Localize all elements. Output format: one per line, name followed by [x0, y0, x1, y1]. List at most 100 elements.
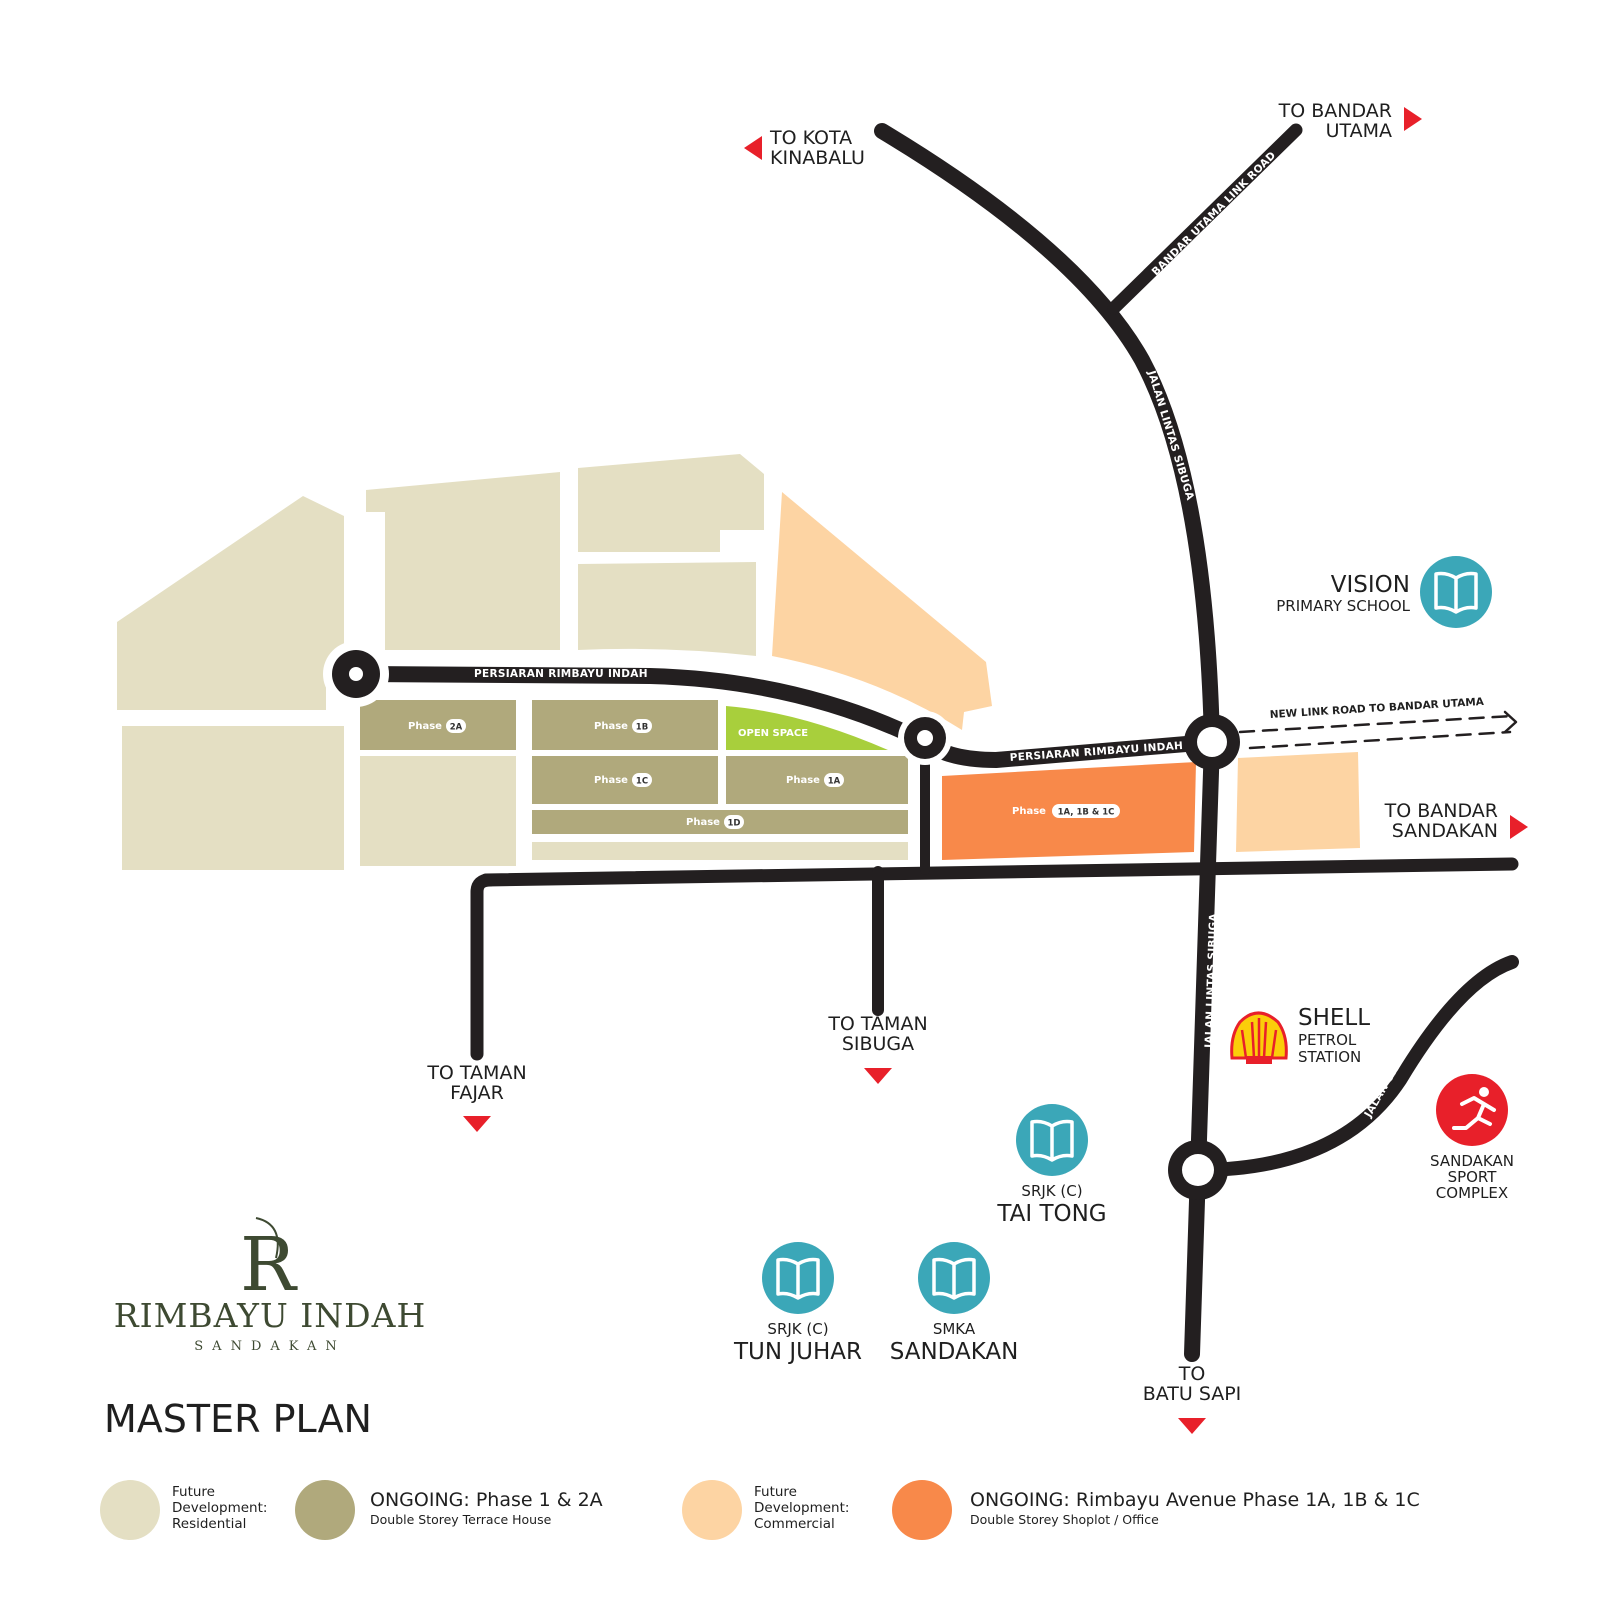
future-commercial-plots: [772, 492, 1360, 852]
poi-smka-sandakan[interactable]: SMKA SANDAKAN: [890, 1242, 1019, 1365]
arrow-down-icon: [864, 1068, 892, 1084]
svg-text:ONGOING: Phase 1 & 2A: ONGOING: Phase 1 & 2A: [370, 1489, 603, 1511]
svg-text:STATION: STATION: [1298, 1048, 1361, 1066]
poi-srjk-tun-juhar[interactable]: SRJK (C) TUN JUHAR: [733, 1242, 862, 1365]
svg-text:SIBUGA: SIBUGA: [842, 1033, 914, 1055]
label-persiaran-east: PERSIARAN RIMBAYU INDAH: [1009, 740, 1183, 764]
svg-text:2A: 2A: [450, 723, 463, 733]
arrow-right-icon: [1510, 815, 1528, 839]
svg-text:Residential: Residential: [172, 1516, 246, 1532]
label-bandar-utama-link: BANDAR UTAMA LINK ROAD: [1150, 149, 1279, 278]
plot-sw[interactable]: [122, 726, 344, 870]
svg-text:FAJAR: FAJAR: [450, 1082, 504, 1104]
legend-item-ongoing-commercial: ONGOING: Rimbayu Avenue Phase 1A, 1B & 1…: [892, 1480, 1420, 1540]
poi-sandakan-sport-complex[interactable]: SANDAKAN SPORT COMPLEX: [1430, 1074, 1514, 1202]
plot-strip[interactable]: [532, 842, 908, 860]
svg-text:COMPLEX: COMPLEX: [1436, 1184, 1508, 1202]
label-persiaran-west: PERSIARAN RIMBAYU INDAH: [474, 668, 648, 680]
svg-text:SPORT: SPORT: [1448, 1168, 1498, 1186]
direction-batu-sapi[interactable]: TO BATU SAPI: [1143, 1363, 1242, 1434]
svg-text:1A: 1A: [828, 777, 841, 787]
svg-text:1B: 1B: [636, 723, 648, 733]
svg-text:SHELL: SHELL: [1298, 1005, 1370, 1031]
svg-text:TAI TONG: TAI TONG: [996, 1201, 1106, 1227]
arrow-left-icon: [744, 136, 762, 160]
svg-text:TO: TO: [1178, 1363, 1206, 1385]
svg-text:VISION: VISION: [1331, 572, 1410, 598]
arrow-down-icon: [1178, 1418, 1206, 1434]
svg-text:BATU SAPI: BATU SAPI: [1143, 1383, 1242, 1405]
road-network: [348, 123, 1519, 1362]
page-title: MASTER PLAN: [104, 1397, 372, 1441]
label-lintas-south: JALAN LINTAS SIBUGA: [1203, 912, 1220, 1049]
phase-labels: Phase 2A Phase 1B Phase 1C Phase 1A Phas…: [408, 719, 1120, 829]
svg-text:Phase: Phase: [594, 721, 628, 732]
poi-srjk-tai-tong[interactable]: SRJK (C) TAI TONG: [996, 1104, 1107, 1227]
plot-commercial-north[interactable]: [772, 492, 992, 730]
brand-monogram: R: [240, 1222, 298, 1308]
new-link-road: [1238, 714, 1514, 734]
legend-item-future-commercial: Future Development: Commercial: [682, 1480, 849, 1540]
plot-phase-1a[interactable]: [726, 756, 908, 804]
label-lintas-north: JALAN LINTAS SIBUGA: [1145, 368, 1196, 502]
new-link-road-lower: [1248, 730, 1512, 750]
poi-vision-primary-school[interactable]: VISION PRIMARY SCHOOL: [1276, 556, 1492, 628]
svg-text:TO KOTA: TO KOTA: [769, 127, 852, 149]
brand-logo: R RIMBAYU INDAH SANDAKAN: [114, 1217, 426, 1354]
svg-text:ONGOING: Rimbayu Avenue Phase: ONGOING: Rimbayu Avenue Phase 1A, 1B & 1…: [970, 1489, 1420, 1511]
arrow-down-icon: [463, 1116, 491, 1132]
plot-north-b[interactable]: [578, 454, 764, 552]
plot-phase-1d[interactable]: [532, 810, 908, 834]
svg-text:TO TAMAN: TO TAMAN: [426, 1062, 526, 1084]
svg-text:Double Storey Shoplot / Office: Double Storey Shoplot / Office: [970, 1512, 1159, 1527]
road-lintas-sibuga: [874, 123, 1220, 1362]
svg-text:Phase: Phase: [686, 817, 720, 828]
new-link-arrowhead: [1503, 710, 1518, 734]
running-person-icon: [1436, 1074, 1508, 1146]
ongoing-residential-plots: [360, 700, 908, 834]
future-residential-plots: [117, 454, 908, 870]
road-jalan-sibuga: [1191, 955, 1519, 1177]
plot-phase-1c[interactable]: [532, 756, 718, 804]
legend-item-ongoing-residential: ONGOING: Phase 1 & 2A Double Storey Terr…: [295, 1480, 603, 1540]
plot-north-a[interactable]: [366, 472, 560, 650]
plot-phase-2a[interactable]: [360, 700, 516, 750]
direction-taman-sibuga[interactable]: TO TAMAN SIBUGA: [827, 1013, 928, 1084]
direction-bandar-utama[interactable]: TO BANDAR UTAMA: [1278, 100, 1422, 142]
arrow-right-icon: [1404, 107, 1422, 131]
svg-text:TO TAMAN: TO TAMAN: [827, 1013, 927, 1035]
svg-text:UTAMA: UTAMA: [1326, 120, 1392, 142]
svg-text:1D: 1D: [728, 819, 741, 829]
svg-text:KINABALU: KINABALU: [770, 147, 865, 169]
svg-text:Future: Future: [172, 1484, 215, 1500]
shell-logo-icon: [1230, 1011, 1288, 1064]
book-icon: [918, 1242, 990, 1314]
direction-taman-fajar[interactable]: TO TAMAN FAJAR: [426, 1062, 527, 1132]
brand-name: RIMBAYU INDAH: [114, 1296, 426, 1335]
svg-text:SRJK (C): SRJK (C): [767, 1320, 828, 1338]
direction-kota-kinabalu[interactable]: TO KOTA KINABALU: [744, 127, 865, 169]
svg-text:Development:: Development:: [172, 1500, 267, 1516]
label-new-link: NEW LINK ROAD TO BANDAR UTAMA: [1269, 696, 1485, 721]
book-icon: [762, 1242, 834, 1314]
plot-north-c[interactable]: [578, 562, 756, 656]
book-icon: [1016, 1104, 1088, 1176]
plot-open-space[interactable]: [726, 706, 888, 750]
leaf-icon: [255, 1217, 279, 1259]
plot-south-a[interactable]: [360, 756, 516, 866]
poi-shell-petrol-station[interactable]: SHELL PETROL STATION: [1230, 1005, 1371, 1066]
plot-phase-1b[interactable]: [532, 700, 718, 750]
legend-item-future-residential: Future Development: Residential: [100, 1480, 267, 1540]
road-taman-fajar: [470, 873, 497, 1061]
direction-bandar-sandakan[interactable]: TO BANDAR SANDAKAN: [1384, 800, 1528, 842]
svg-text:Phase: Phase: [1012, 806, 1046, 817]
svg-text:TO BANDAR: TO BANDAR: [1278, 100, 1392, 122]
svg-text:Double Storey Terrace House: Double Storey Terrace House: [370, 1512, 552, 1527]
svg-text:1A, 1B & 1C: 1A, 1B & 1C: [1058, 808, 1115, 818]
plot-commercial-east[interactable]: [1236, 752, 1360, 852]
plot-west-wedge[interactable]: [117, 496, 344, 710]
road-persiaran: [348, 666, 1218, 768]
svg-text:SANDAKAN: SANDAKAN: [1430, 1152, 1514, 1170]
svg-text:SANDAKAN: SANDAKAN: [890, 1339, 1019, 1365]
svg-text:Commercial: Commercial: [754, 1516, 835, 1532]
